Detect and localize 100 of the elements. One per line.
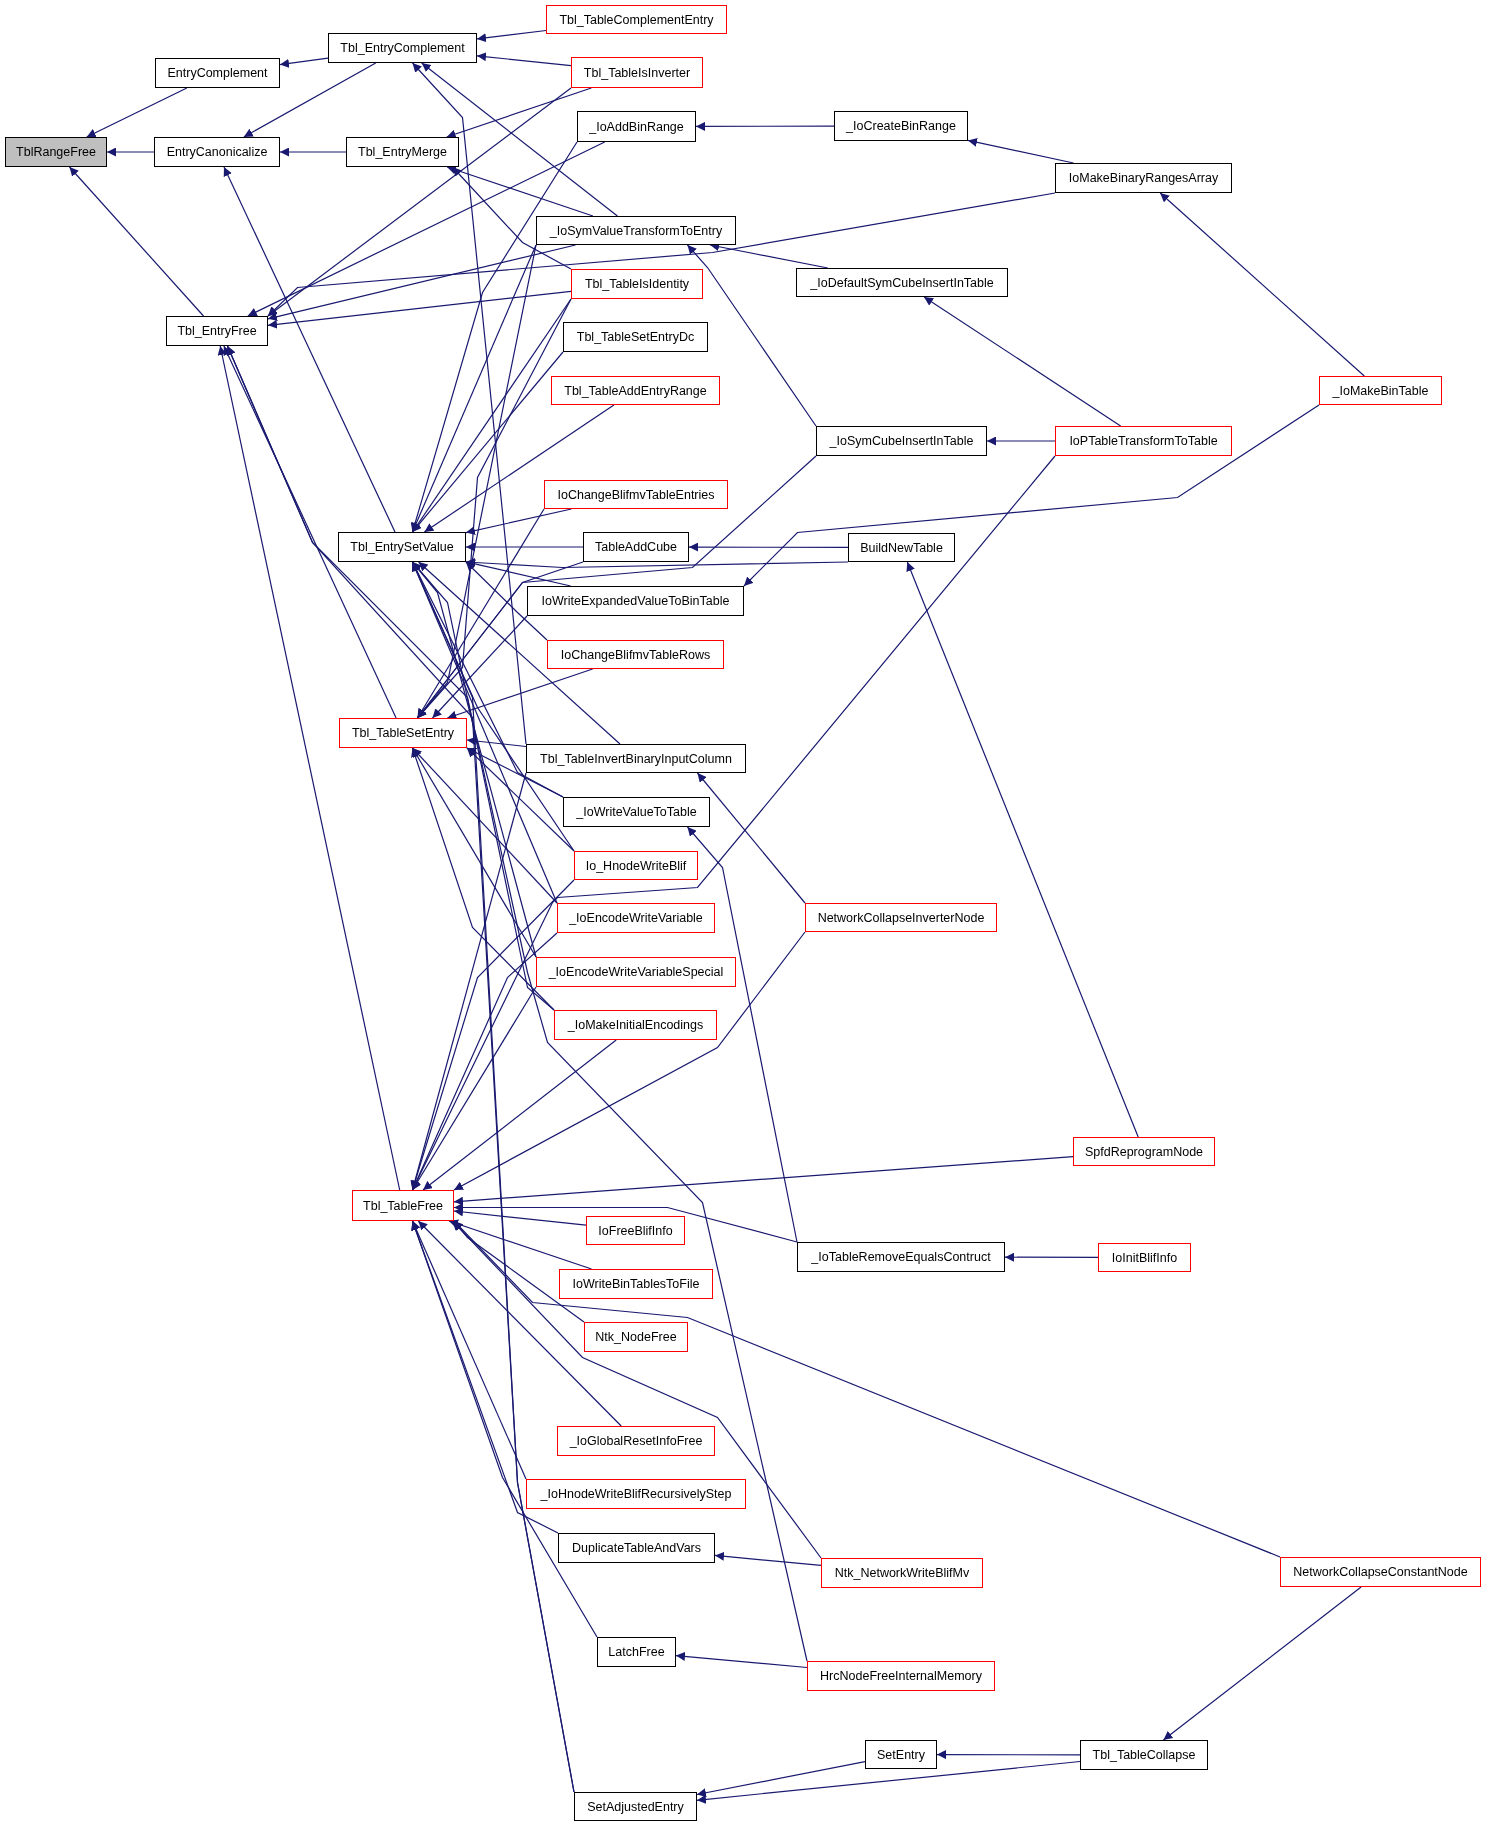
call-arrow	[466, 747, 575, 852]
function-box: Tbl_TableIsIdentity	[571, 269, 703, 299]
function-box: IoFreeBlifInfo	[586, 1216, 685, 1245]
function-box: Tbl_EntryMerge	[346, 137, 459, 167]
call-arrow	[416, 455, 817, 719]
function-box: Ntk_NetworkWriteBlifMv	[821, 1558, 983, 1588]
function-box: _IoTableRemoveEqualsContruct	[797, 1242, 1005, 1272]
function-box: IoMakeBinaryRangesArray	[1055, 163, 1232, 193]
call-arrow	[279, 57, 329, 68]
call-arrow	[267, 290, 572, 329]
function-box: Tbl_TableSetEntry	[339, 718, 467, 748]
call-arrow	[675, 1651, 808, 1669]
function-box: _IoSymCubeInsertInTable	[816, 426, 987, 456]
function-box: IoWriteBinTablesToFile	[559, 1269, 713, 1299]
call-arrow	[68, 166, 205, 317]
function-box: SpfdReprogramNode	[1073, 1137, 1215, 1166]
call-arrow	[411, 561, 575, 1793]
call-arrow	[465, 561, 548, 641]
call-arrow	[279, 147, 347, 157]
function-box: EntryComplement	[155, 58, 280, 88]
function-box: _IoWriteValueToTable	[563, 797, 710, 827]
function-box: IoWriteExpandedValueToBinTable	[527, 586, 744, 616]
call-arrow	[421, 62, 618, 217]
call-arrow	[688, 542, 849, 552]
function-box: IoChangeBlifmvTableEntries	[544, 480, 728, 509]
function-box: _IoEncodeWriteVariableSpecial	[536, 957, 736, 987]
call-arrow	[451, 166, 572, 270]
call-arrow	[696, 1760, 1081, 1804]
call-arrow	[411, 747, 537, 958]
call-arrow	[411, 1220, 598, 1638]
function-box: DuplicateTableAndVars	[558, 1533, 715, 1563]
function-box: _IoMakeInitialEncodings	[554, 1010, 717, 1040]
function-box: _IoGlobalResetInfoFree	[557, 1426, 715, 1456]
call-arrow	[418, 561, 621, 745]
call-arrow	[696, 772, 806, 904]
call-arrow	[451, 1220, 822, 1559]
function-box: Tbl_EntrySetValue	[338, 532, 466, 562]
call-arrow	[695, 121, 835, 131]
call-arrow	[417, 1220, 622, 1427]
call-arrow	[466, 747, 564, 798]
call-arrow	[411, 455, 1056, 1191]
function-box: _IoHnodeWriteBlifRecursivelyStep	[526, 1479, 746, 1509]
function-box: _IoEncodeWriteVariable	[557, 903, 715, 933]
call-arrow	[267, 87, 572, 317]
call-arrow	[714, 1551, 822, 1566]
call-arrow	[1004, 1252, 1099, 1262]
function-box: SetEntry	[865, 1740, 937, 1769]
call-arrow	[1162, 1586, 1362, 1741]
call-arrow	[86, 87, 188, 138]
call-arrow	[423, 404, 615, 533]
call-arrow	[217, 345, 401, 1191]
function-box: BuildNewTable	[848, 533, 955, 562]
call-arrow	[453, 1207, 587, 1226]
call-arrow	[411, 986, 537, 1191]
function-box: Io_HnodeWriteBlif	[574, 851, 698, 880]
call-arrow	[686, 244, 817, 427]
function-box: EntryCanonicalize	[154, 137, 280, 167]
call-arrow	[465, 508, 572, 535]
call-arrow	[453, 931, 806, 1191]
function-box: Tbl_TableSetEntryDc	[563, 322, 708, 352]
call-arrow	[223, 166, 396, 533]
function-box: Tbl_EntryComplement	[328, 33, 477, 63]
call-arrow	[476, 29, 547, 43]
call-arrow	[267, 192, 1056, 317]
call-arrow	[936, 1750, 1081, 1760]
function-box: TblRangeFree	[5, 137, 107, 167]
call-arrow	[465, 559, 572, 587]
function-box: Tbl_TableIsInverter	[571, 57, 703, 88]
function-box: Tbl_TableComplementEntry	[546, 5, 727, 34]
function-box: _IoMakeBinTable	[1319, 376, 1442, 405]
function-box: _IoDefaultSymCubeInsertInTable	[796, 268, 1008, 297]
function-box: Ntk_NodeFree	[584, 1322, 688, 1352]
call-arrow	[223, 345, 397, 719]
call-arrow	[446, 668, 594, 720]
function-box: Tbl_TableAddEntryRange	[551, 376, 720, 405]
call-arrow	[986, 436, 1056, 446]
function-box: Tbl_TableCollapse	[1080, 1740, 1208, 1770]
call-arrow	[422, 1039, 617, 1191]
call-arrow	[411, 351, 564, 533]
function-box: Tbl_TableInvertBinaryInputColumn	[526, 744, 746, 773]
call-arrow	[411, 62, 527, 745]
function-box: _IoAddBinRange	[577, 111, 696, 142]
function-box: SetAdjustedEntry	[574, 1792, 697, 1821]
call-arrow	[411, 747, 555, 1011]
function-box: IoPTableTransformToTable	[1055, 426, 1232, 456]
function-box: IoChangeBlifmvTableRows	[547, 640, 724, 669]
function-box: TableAddCube	[583, 532, 689, 562]
function-box: _IoCreateBinRange	[834, 111, 968, 141]
call-arrow	[923, 296, 1122, 427]
function-box: _IoSymValueTransformToEntry	[536, 216, 736, 245]
call-arrow	[431, 615, 528, 719]
call-arrow	[411, 244, 537, 533]
function-box: Tbl_EntryFree	[166, 316, 268, 346]
call-arrow	[476, 52, 572, 67]
function-box: IoInitBlifInfo	[1098, 1243, 1191, 1272]
call-arrow	[466, 736, 527, 748]
call-arrow	[743, 404, 1320, 587]
call-arrow	[411, 747, 558, 904]
call-arrow	[1159, 192, 1365, 377]
function-box: HrcNodeFreeInternalMemory	[807, 1661, 995, 1691]
